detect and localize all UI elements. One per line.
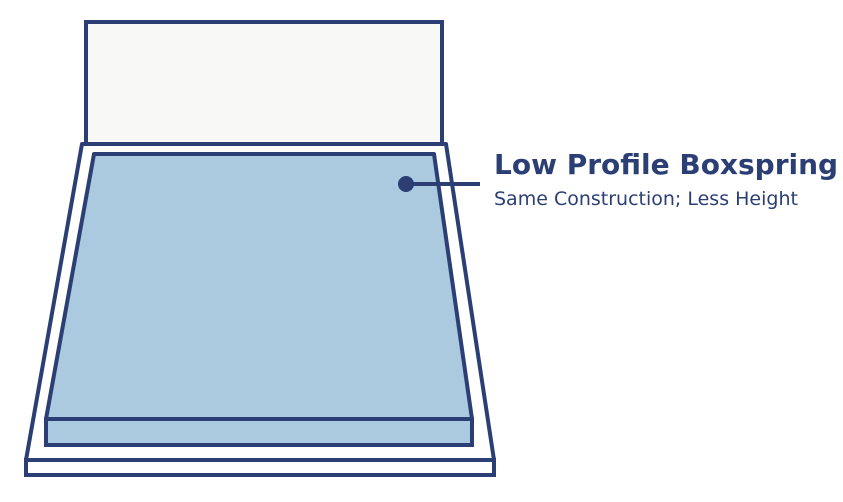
boxspring-front-side — [44, 417, 474, 447]
bed-frame-base-rail — [24, 458, 496, 477]
callout-dot — [398, 176, 414, 192]
headboard — [84, 20, 444, 146]
callout-title: Low Profile Boxspring — [494, 148, 839, 181]
low-profile-boxspring — [44, 152, 474, 421]
callout-subtitle: Same Construction; Less Height — [494, 188, 798, 210]
